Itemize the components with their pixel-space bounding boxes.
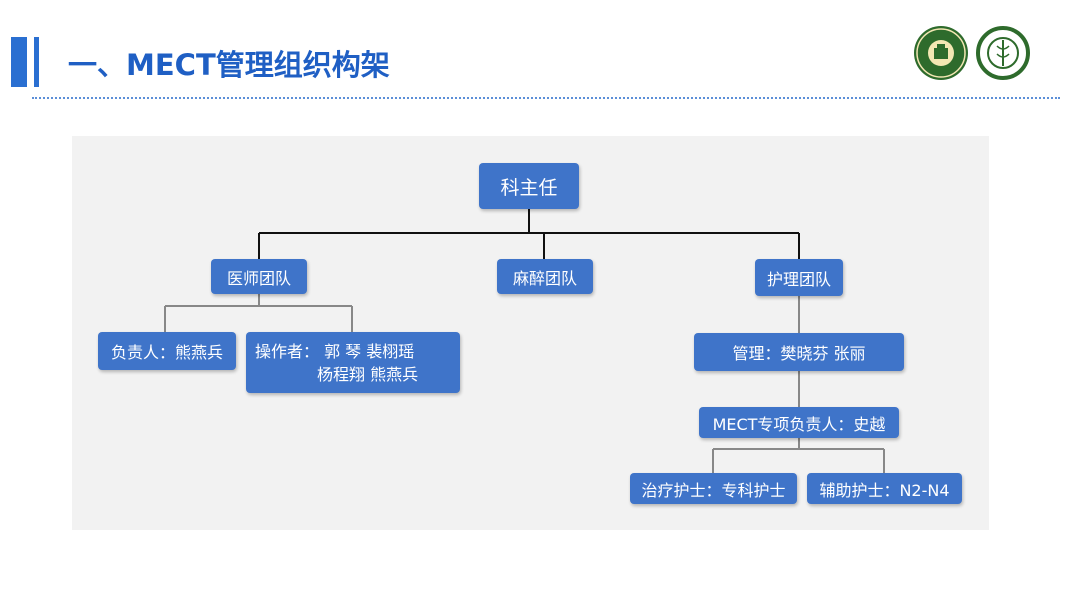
node-treatment-nurse: 治疗护士：专科护士 [630, 473, 797, 504]
title-accent-bar-thin [34, 37, 39, 87]
operators-line-2: 杨程翔 熊燕兵 [317, 364, 419, 384]
hospital-seal-logo [914, 26, 968, 80]
node-nursing-management: 管理：樊晓芬 张丽 [694, 333, 904, 371]
hospital-emblem-logo [976, 26, 1030, 80]
node-nursing-team: 护理团队 [755, 259, 843, 296]
node-assistant-nurse: 辅助护士：N2-N4 [807, 473, 962, 504]
title-accent-bar [11, 37, 27, 87]
node-department-head: 科主任 [479, 163, 579, 209]
title-divider [32, 97, 1060, 99]
node-anesthesia-team: 麻醉团队 [497, 259, 593, 294]
node-mect-lead: MECT专项负责人：史越 [699, 407, 899, 438]
page-title: 一、MECT管理组织构架 [68, 48, 390, 82]
operators-line-1: 操作者： 郭 琴 裴栩瑶 [255, 341, 415, 361]
node-doctor-team: 医师团队 [211, 259, 307, 294]
node-doctor-leader: 负责人：熊燕兵 [98, 332, 236, 370]
node-doctor-operators: 操作者： 郭 琴 裴栩瑶 杨程翔 熊燕兵 [246, 332, 460, 393]
